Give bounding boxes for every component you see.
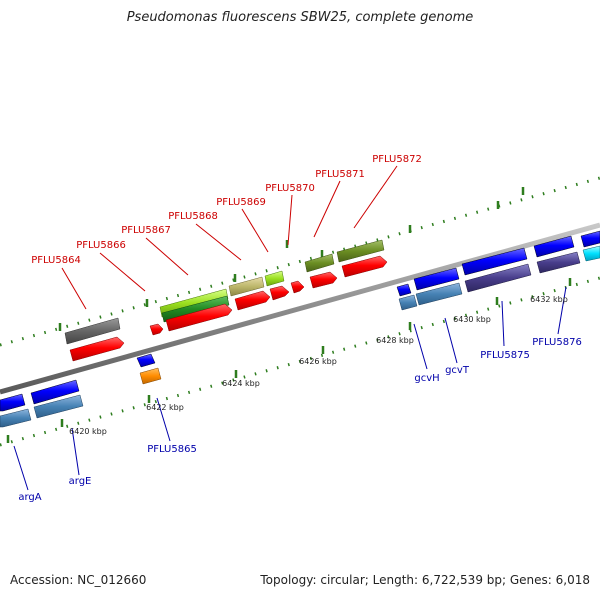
gene-blue-g[interactable] (533, 235, 575, 258)
kbp-label: 6420 kbp (69, 427, 107, 436)
gene-blue-b[interactable] (30, 379, 80, 405)
lower-tick-row (0, 276, 600, 447)
gene-red-e[interactable] (269, 285, 290, 301)
gene-blue-h[interactable] (580, 230, 600, 248)
map-title: Pseudomonas fluorescens SBW25, complete … (126, 10, 474, 25)
gene-label[interactable]: PFLU5864 (31, 255, 81, 266)
gene-label[interactable]: PFLU5870 (265, 183, 315, 194)
gene-label[interactable]: PFLU5867 (121, 225, 171, 236)
gene-label[interactable]: PFLU5868 (168, 211, 218, 222)
gene-navy-b[interactable] (536, 251, 581, 274)
gene-label[interactable]: PFLU5866 (76, 240, 126, 251)
kbp-label: 6422 kbp (146, 403, 184, 412)
gene-olive-b[interactable] (336, 239, 385, 263)
gene-red-h[interactable] (341, 255, 388, 278)
gene-blue-c[interactable] (136, 353, 156, 368)
gene-blue-d[interactable] (396, 283, 412, 297)
gene-label[interactable]: PFLU5871 (315, 169, 365, 180)
gene-steel-c[interactable] (398, 294, 418, 311)
kbp-label: 6426 kbp (299, 357, 337, 366)
gene-blue-e[interactable] (413, 267, 460, 291)
kbp-label: 6424 kbp (222, 379, 260, 388)
bottom-callout-lines (13, 286, 567, 491)
genome-backbone (0, 222, 600, 395)
gene-label[interactable]: gcvT (445, 365, 470, 376)
gene-olive-a[interactable] (304, 253, 335, 273)
gene-orange[interactable] (139, 367, 162, 385)
top-gene-labels: PFLU5864 PFLU5866 PFLU5867 PFLU5868 PFLU… (31, 154, 422, 266)
kbp-labels: 6420 kbp 6422 kbp 6424 kbp 6426 kbp 6428… (69, 295, 568, 436)
lower-major-ticks (6, 278, 572, 443)
gene-label[interactable]: PFLU5872 (372, 154, 422, 165)
gene-tan[interactable] (228, 276, 265, 297)
gene-navy-a[interactable] (464, 263, 532, 293)
gene-cyan[interactable] (582, 245, 600, 262)
lower-strand-row-1 (0, 230, 600, 412)
gene-label[interactable]: gcvH (414, 373, 439, 384)
top-callout-lines (61, 165, 398, 310)
gene-label[interactable]: argE (69, 476, 92, 487)
kbp-label: 6430 kbp (453, 315, 491, 324)
gene-label[interactable]: PFLU5869 (216, 197, 266, 208)
bottom-gene-labels: argA argE PFLU5865 gcvH gcvT PFLU5875 PF… (18, 337, 581, 503)
gene-dkgreen[interactable] (161, 295, 230, 323)
gene-red-b[interactable] (149, 323, 164, 336)
gene-label[interactable]: argA (18, 492, 41, 503)
gene-red-g[interactable] (309, 271, 338, 289)
kbp-label: 6432 kbp (530, 295, 568, 304)
gene-steel-a[interactable] (0, 408, 32, 428)
kbp-label: 6428 kbp (376, 336, 414, 345)
genome-stats-text: Topology: circular; Length: 6,722,539 bp… (260, 573, 590, 587)
gene-blue-a[interactable] (0, 393, 26, 412)
accession-text: Accession: NC_012660 (10, 573, 147, 587)
upper-major-ticks (58, 187, 525, 331)
gene-steel-b[interactable] (33, 394, 84, 419)
gene-gray[interactable] (64, 317, 121, 345)
gene-red-d[interactable] (234, 290, 271, 311)
gene-label[interactable]: PFLU5865 (147, 444, 197, 455)
upper-tick-row (0, 176, 600, 347)
upper-strand-row-2 (69, 255, 388, 362)
gene-label[interactable]: PFLU5876 (532, 337, 582, 348)
gene-red-c[interactable] (165, 303, 233, 332)
gene-steel-d[interactable] (415, 282, 463, 306)
gene-red-f[interactable] (290, 280, 305, 294)
gene-red-a[interactable] (69, 336, 125, 362)
gene-blue-f[interactable] (461, 247, 528, 276)
gene-label[interactable]: PFLU5875 (480, 350, 530, 361)
lower-strand-row-2 (0, 245, 600, 428)
gene-lime-small[interactable] (264, 270, 285, 287)
